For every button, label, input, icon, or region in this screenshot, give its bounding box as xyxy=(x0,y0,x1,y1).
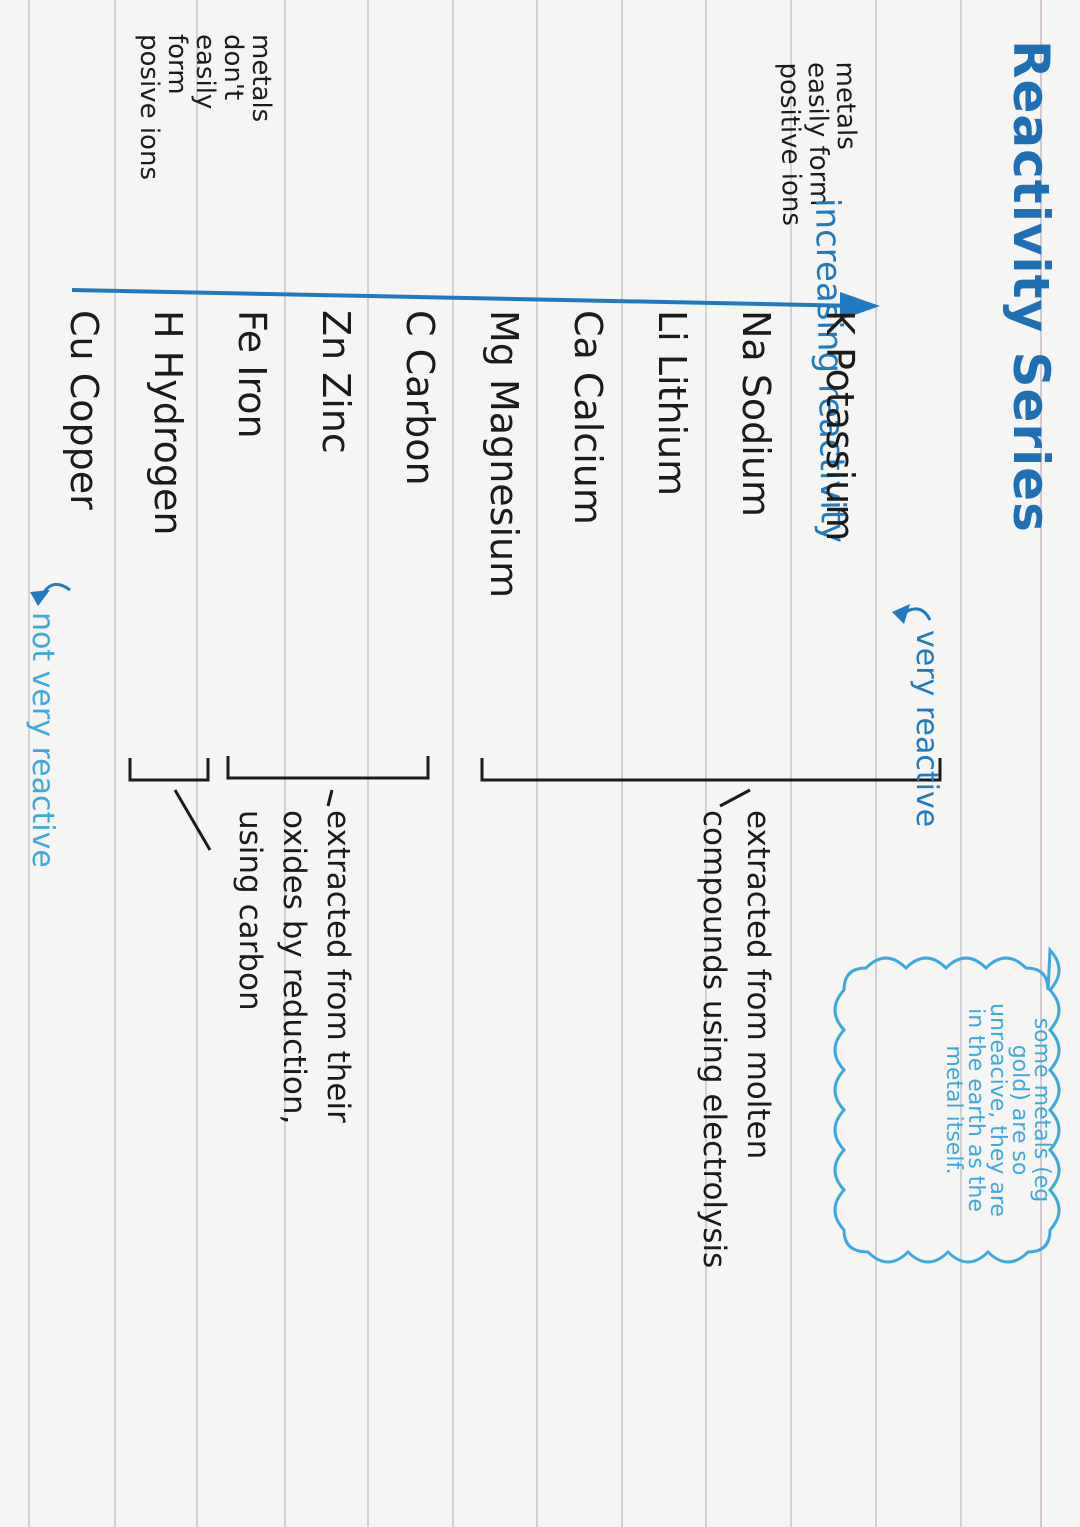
ruled-line xyxy=(114,0,116,1527)
ruled-line xyxy=(367,0,369,1527)
element-name: Copper xyxy=(62,372,106,510)
note-electrolysis: extracted from molten compounds using el… xyxy=(696,810,776,1269)
element-name: Potassium xyxy=(818,347,862,542)
margin-line xyxy=(1040,0,1042,1527)
ruled-line xyxy=(705,0,707,1527)
element-symbol: H xyxy=(146,310,190,339)
element-symbol: Cu xyxy=(62,310,106,361)
ruled-line xyxy=(875,0,877,1527)
element-symbol: Ca xyxy=(566,310,610,360)
arrow-shaft xyxy=(71,288,861,308)
element-row-zinc: Zn Zinc xyxy=(314,310,358,454)
bracket-electrolysis xyxy=(480,758,942,782)
element-row-carbon: C Carbon xyxy=(398,310,442,486)
element-symbol: Fe xyxy=(230,310,274,354)
element-name: Zinc xyxy=(314,372,358,454)
element-row-calcium: Ca Calcium xyxy=(566,310,610,525)
element-name: Lithium xyxy=(650,353,694,497)
ruled-line xyxy=(621,0,623,1527)
ruled-line xyxy=(960,0,962,1527)
note-reduction: extracted from their oxides by reduction… xyxy=(232,810,356,1125)
element-row-sodium: Na Sodium xyxy=(734,310,778,517)
element-row-lithium: Li Lithium xyxy=(650,310,694,496)
element-symbol: Mg xyxy=(482,310,526,367)
element-name: Magnesium xyxy=(482,379,526,599)
element-name: Sodium xyxy=(734,373,778,517)
bracket-small xyxy=(128,758,210,782)
element-name: Carbon xyxy=(398,348,442,486)
element-name: Calcium xyxy=(566,371,610,525)
bracket-reduction xyxy=(226,756,430,780)
arrow-head xyxy=(840,292,880,320)
element-symbol: C xyxy=(398,310,442,337)
element-name: Hydrogen xyxy=(146,350,190,536)
ruled-line xyxy=(536,0,538,1527)
not-very-reactive-label: not very reactive xyxy=(25,612,60,868)
element-row-potassium: K Potassium xyxy=(818,310,862,541)
element-name: Iron xyxy=(230,365,274,439)
ruled-line xyxy=(790,0,792,1527)
element-symbol: Zn xyxy=(314,310,358,361)
ruled-line xyxy=(452,0,454,1527)
very-reactive-label: very reactive xyxy=(909,630,944,828)
element-row-hydrogen: H Hydrogen xyxy=(146,310,190,535)
ruled-line xyxy=(196,0,198,1527)
element-row-copper: Cu Copper xyxy=(62,310,106,510)
cloud-note: some metals (eg gold) are so unreacive, … xyxy=(941,1003,1054,1217)
element-row-magnesium: Mg Magnesium xyxy=(482,310,526,598)
ruled-line xyxy=(28,0,30,1527)
ruled-line xyxy=(284,0,286,1527)
element-symbol: K xyxy=(818,310,862,335)
element-symbol: Na xyxy=(734,310,778,362)
element-row-iron: Fe Iron xyxy=(230,310,274,439)
cloud-outline xyxy=(833,946,1061,1264)
element-symbol: Li xyxy=(650,310,694,342)
